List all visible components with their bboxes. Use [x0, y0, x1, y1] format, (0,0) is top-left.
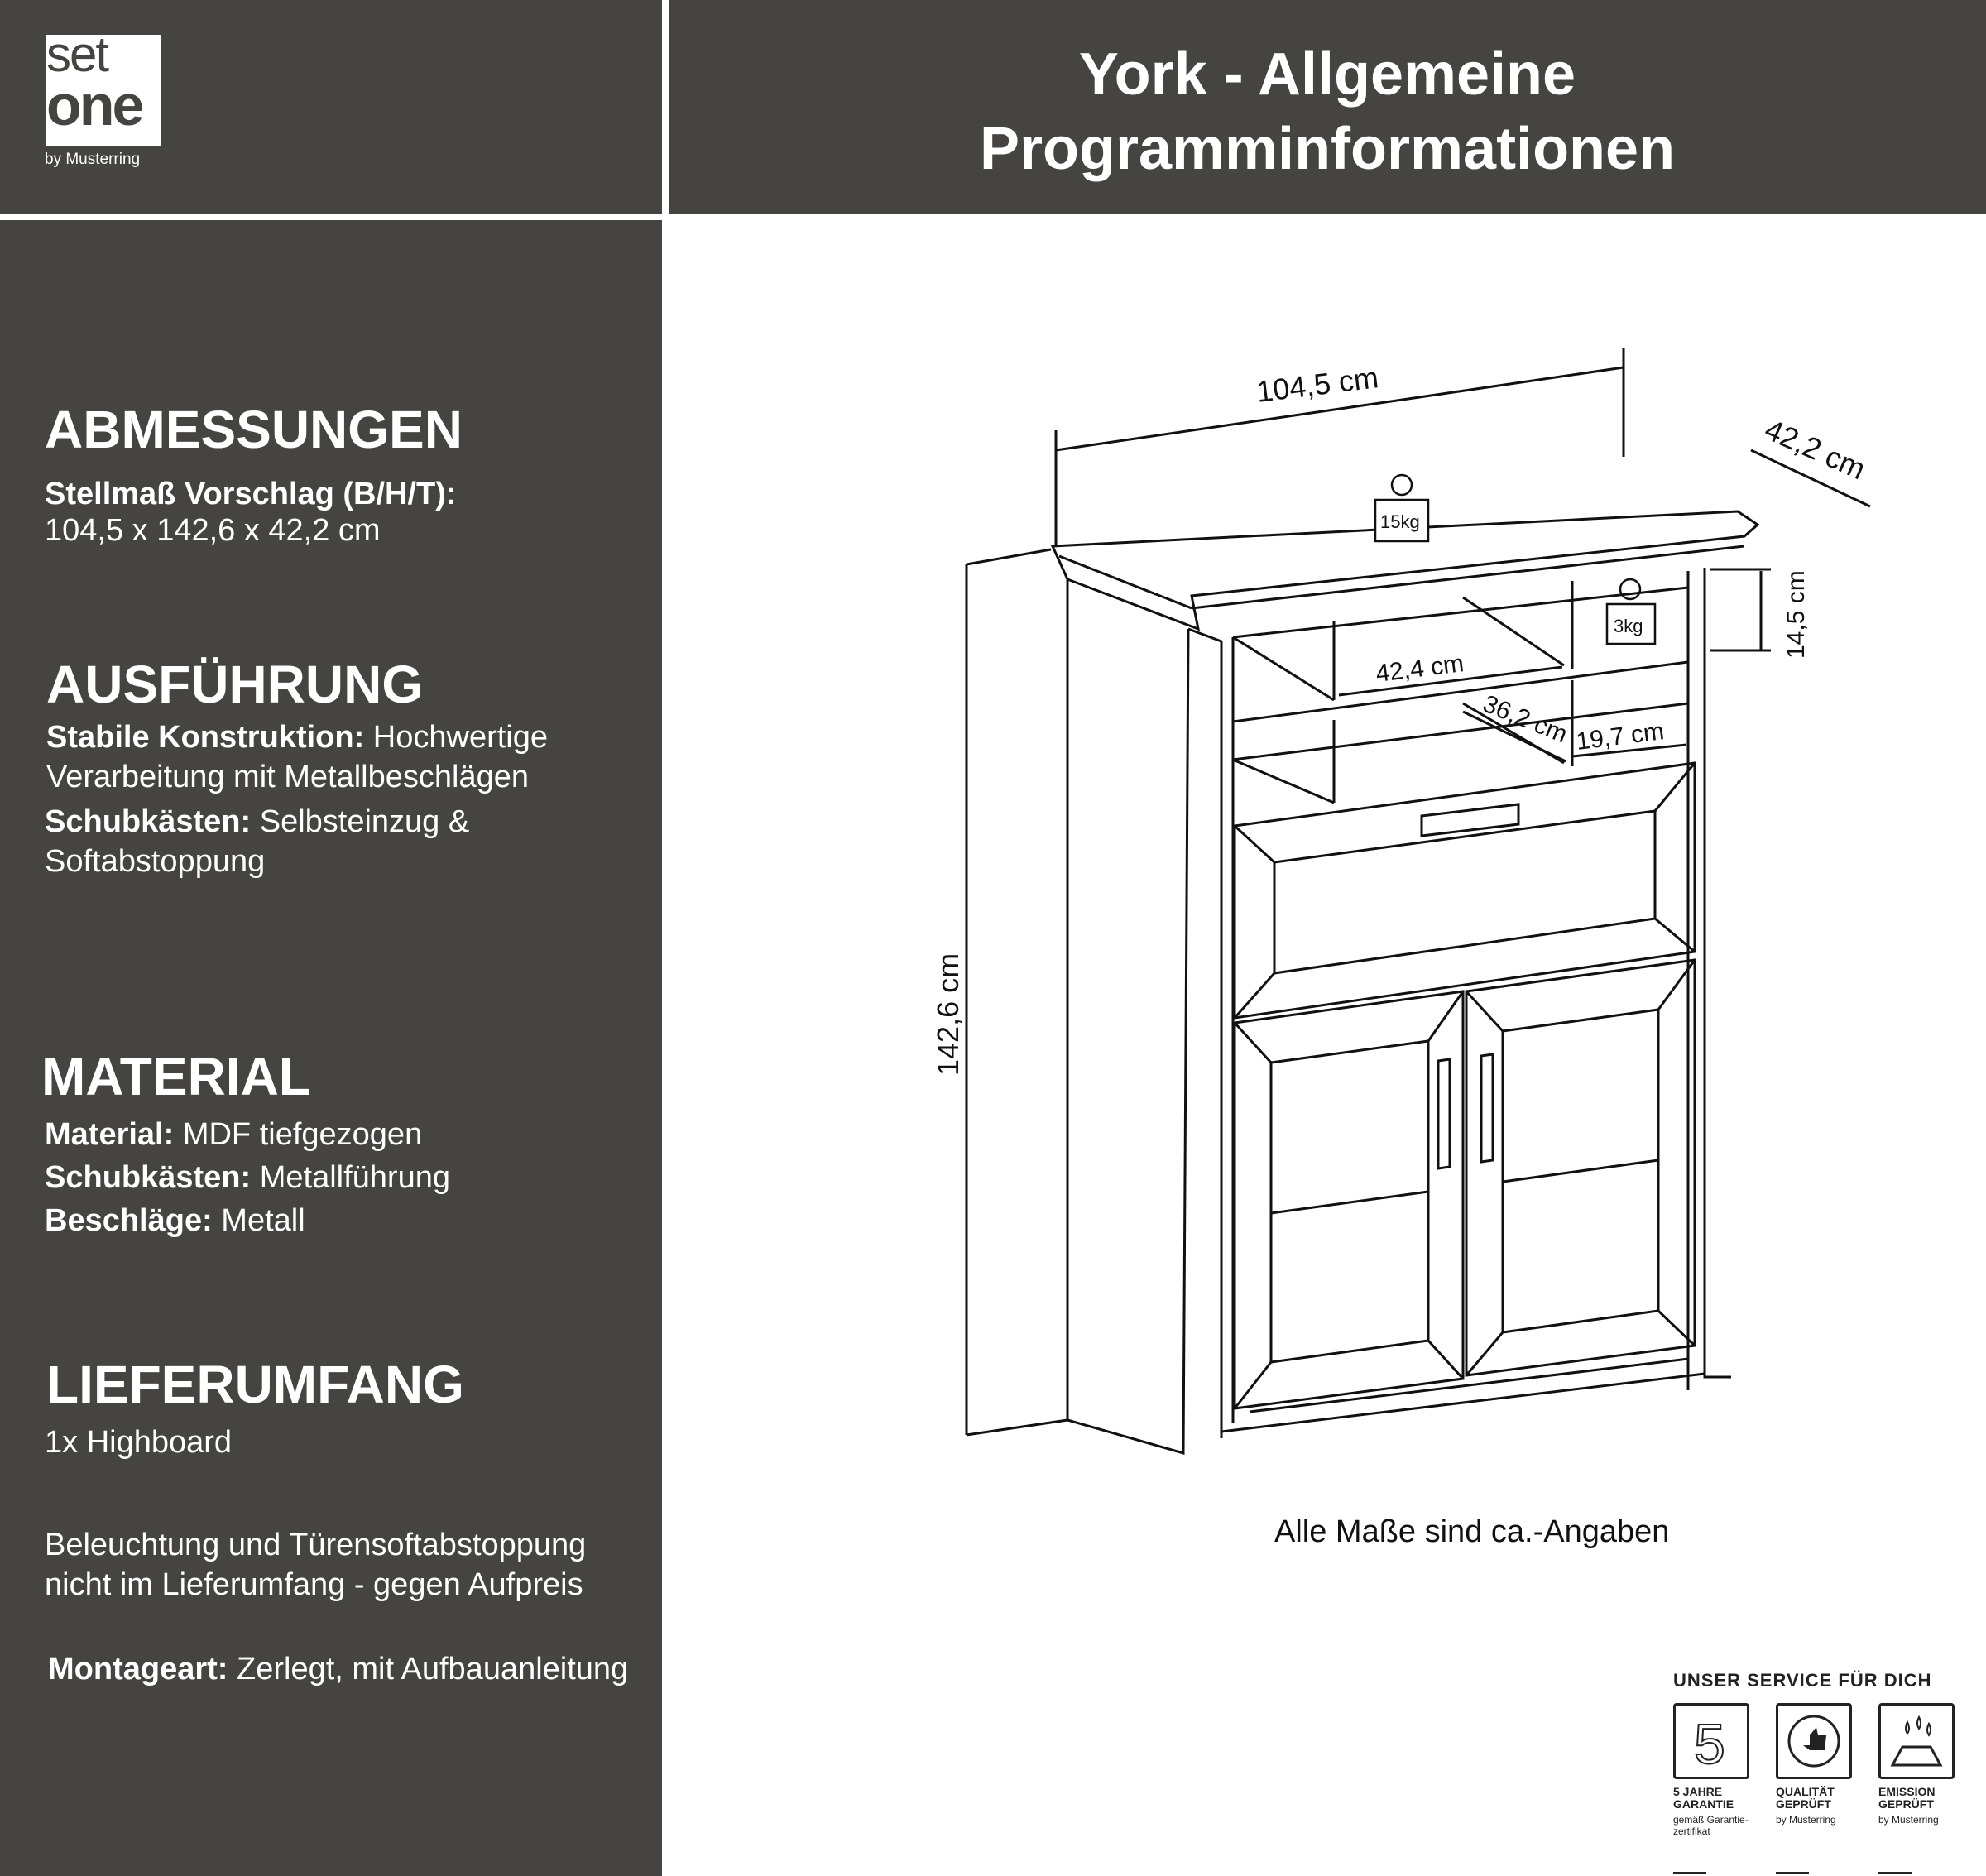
- material-drawers-value: Metallführung: [251, 1160, 450, 1195]
- dimensions-label: Stellmaß Vorschlag (B/H/T):: [45, 477, 457, 511]
- emission-icon: [1878, 1703, 1955, 1779]
- assembly-line: Montageart: Zerlegt, mit Aufbauanleitung: [48, 1652, 628, 1687]
- five-years-icon: 5: [1673, 1703, 1749, 1779]
- shelf-height-label: 14,5 cm: [1782, 570, 1810, 659]
- load-icon-shelf: [1605, 578, 1657, 645]
- dimensions-value: 104,5 x 142,6 x 42,2 cm: [45, 513, 381, 548]
- dimensions-caption: Alle Maße sind ca.-Angaben: [1274, 1514, 1670, 1549]
- heading-ausfuehrung: AUSFÜHRUNG: [46, 655, 424, 714]
- logo-set-text: set: [46, 26, 109, 82]
- page-title-line1: York - Allgemeine: [1078, 41, 1576, 108]
- guarantee-label-line1: 5 JAHRE: [1673, 1785, 1723, 1798]
- drawers-line1: Schubkästen: Selbsteinzug &: [45, 804, 469, 840]
- service-divider: [1878, 1872, 1912, 1874]
- title-panel: York - Allgemeine Programminformationen: [669, 0, 1986, 214]
- drawers-label: Schubkästen:: [45, 804, 252, 839]
- logo-one-text: one: [46, 73, 144, 137]
- logo-byline: by Musterring: [45, 151, 141, 168]
- drawers-value: Selbsteinzug &: [251, 804, 470, 839]
- material-drawers-label: Schubkästen:: [45, 1160, 252, 1195]
- heading-material: MATERIAL: [41, 1047, 311, 1106]
- construction-label: Stabile Konstruktion:: [46, 720, 365, 755]
- guarantee-sub-line1: gemäß Garantie-: [1673, 1814, 1749, 1826]
- drawers-line2: Softabstoppung: [45, 844, 266, 879]
- side-width-label: 19,7 cm: [1575, 717, 1666, 756]
- load-icon-top: [1374, 473, 1430, 543]
- service-quality-sub: by Musterring: [1776, 1814, 1836, 1826]
- heading-lieferumfang: LIEFERUMFANG: [46, 1355, 464, 1414]
- depth-dimension-label: 42,2 cm: [1760, 412, 1871, 487]
- construction-line1: Stabile Konstruktion: Hochwertige: [46, 720, 548, 756]
- quality-thumb-icon: [1776, 1703, 1852, 1779]
- construction-line2: Verarbeitung mit Metallbeschlägen: [46, 760, 530, 794]
- page-title-line2: Programminformationen: [979, 116, 1676, 182]
- assembly-label: Montageart:: [48, 1652, 228, 1686]
- info-sidebar: [0, 220, 662, 1876]
- service-divider: [1673, 1872, 1706, 1874]
- load-shelf-label: 3kg: [1614, 616, 1643, 636]
- quality-label-line2: GEPRÜFT: [1776, 1797, 1831, 1811]
- fittings-line: Beschläge: Metall: [45, 1203, 305, 1239]
- load-top-label: 15kg: [1380, 511, 1420, 532]
- cabinet-outline: [1050, 510, 1760, 1455]
- dimension-lines: [965, 348, 1871, 1437]
- quality-label-line1: QUALITÄT: [1776, 1785, 1835, 1798]
- service-guarantee-sub: gemäß Garantie-zertifikat: [1673, 1814, 1773, 1838]
- emission-label-line2: GEPRÜFT: [1878, 1797, 1934, 1811]
- material-drawers-line: Schubkästen: Metallführung: [45, 1160, 450, 1196]
- delivery-item: 1x Highboard: [45, 1425, 233, 1460]
- guarantee-sub-line2: zertifikat: [1673, 1826, 1710, 1838]
- assembly-value: Zerlegt, mit Aufbauanleitung: [228, 1652, 629, 1686]
- guarantee-label-line2: GARANTIE: [1673, 1797, 1734, 1811]
- height-dimension-label: 142,6 cm: [931, 953, 965, 1076]
- fittings-value: Metall: [212, 1203, 305, 1238]
- material-label: Material:: [45, 1117, 175, 1152]
- logo-panel: set one by Musterring: [0, 0, 662, 214]
- svg-text:5: 5: [1694, 1713, 1725, 1776]
- material-line: Material: MDF tiefgezogen: [45, 1117, 422, 1153]
- service-divider: [1776, 1872, 1809, 1874]
- emission-label-line1: EMISSION: [1878, 1785, 1936, 1798]
- heading-abmessungen: ABMESSUNGEN: [45, 400, 463, 459]
- construction-value: Hochwertige: [364, 720, 548, 755]
- service-title: UNSER SERVICE FÜR DICH: [1673, 1670, 1932, 1691]
- fittings-label: Beschläge:: [45, 1203, 213, 1238]
- width-dimension-label: 104,5 cm: [1254, 360, 1380, 409]
- brand-logo: set one: [46, 30, 161, 146]
- delivery-note-line1: Beleuchtung und Türensoftabstoppung: [45, 1528, 587, 1562]
- material-value: MDF tiefgezogen: [174, 1117, 423, 1152]
- service-emission-sub: by Musterring: [1878, 1814, 1939, 1826]
- delivery-note-line2: nicht im Lieferumfang - gegen Aufpreis: [45, 1567, 583, 1602]
